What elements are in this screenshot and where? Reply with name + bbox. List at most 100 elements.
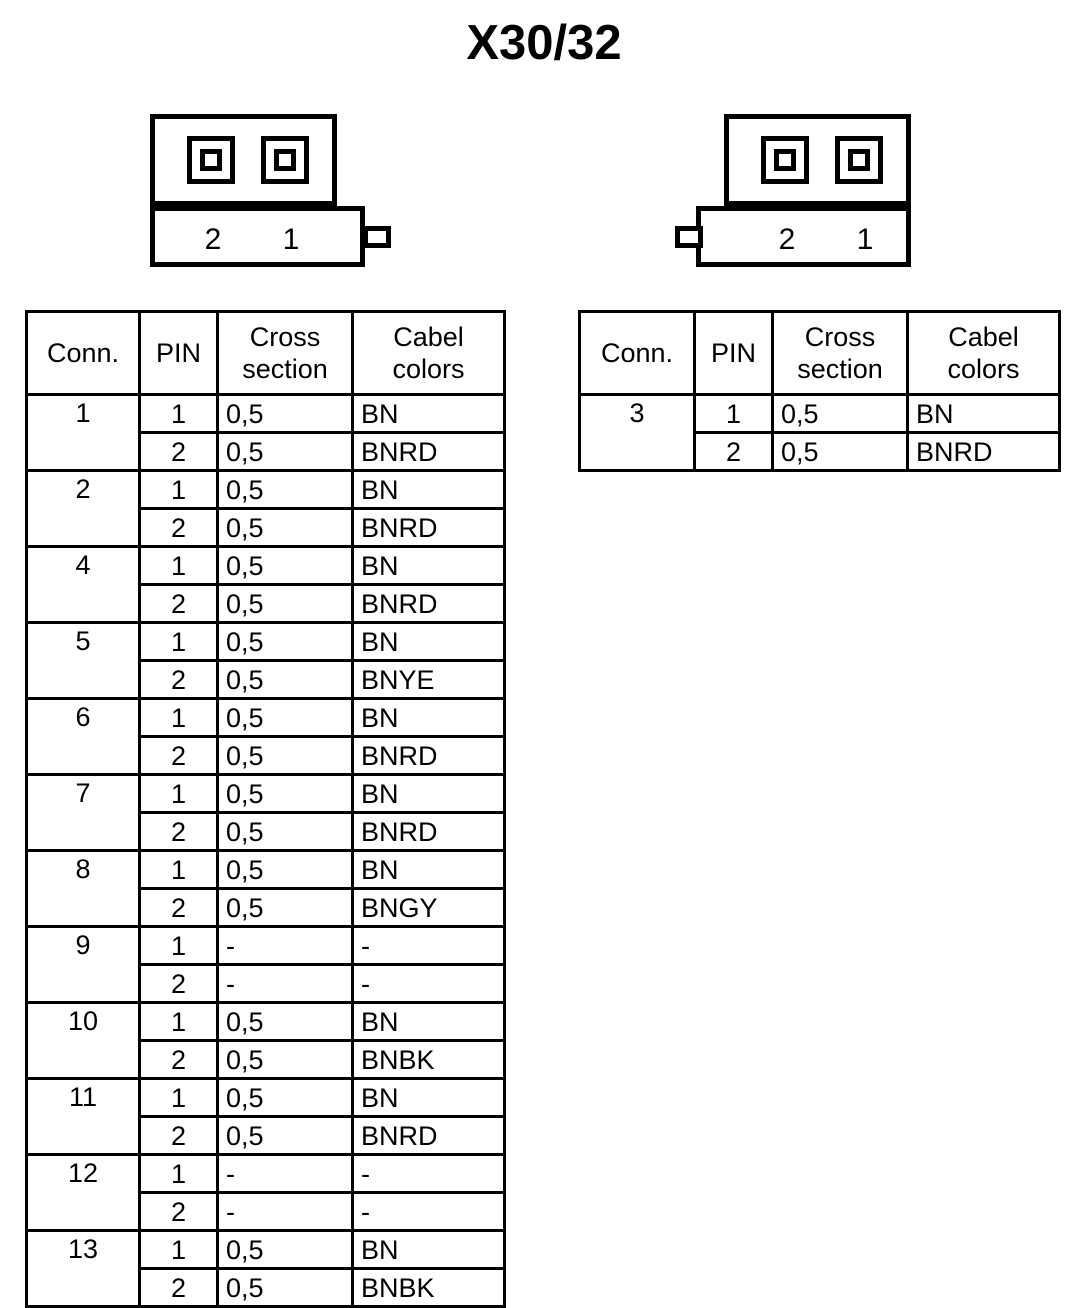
connector-pin-number-2: 2 bbox=[204, 223, 222, 256]
connector-pin-contact-2 bbox=[774, 149, 796, 171]
cell-cross-section: 0,5 bbox=[216, 773, 354, 814]
column-header-conn: Conn. bbox=[25, 310, 141, 396]
cell-pin-number: 2 bbox=[693, 431, 774, 472]
cell-cross-section: 0,5 bbox=[216, 469, 354, 510]
cell-cabel-color: BN bbox=[351, 1229, 506, 1270]
cell-cabel-color: BN bbox=[351, 469, 506, 510]
connector-pin-number-group: 2 1 bbox=[701, 220, 906, 260]
cell-pin-number: 1 bbox=[138, 1001, 219, 1042]
connector-pin-contact-1 bbox=[848, 149, 870, 171]
cell-cabel-color: BN bbox=[351, 773, 506, 814]
cell-cabel-color: BNBK bbox=[351, 1039, 506, 1080]
cell-cross-section: 0,5 bbox=[771, 393, 909, 434]
cell-pin-number: 2 bbox=[138, 1115, 219, 1156]
cell-connector-number: 12 bbox=[25, 1153, 141, 1232]
cell-cross-section: 0,5 bbox=[216, 1039, 354, 1080]
cell-cross-section: 0,5 bbox=[216, 507, 354, 548]
cell-pin-number: 1 bbox=[693, 393, 774, 434]
cell-pin-number: 1 bbox=[138, 849, 219, 890]
cell-pin-number: 2 bbox=[138, 887, 219, 928]
cell-cross-section: 0,5 bbox=[216, 1115, 354, 1156]
column-header-cross-section: Cross section bbox=[216, 310, 354, 396]
cell-cabel-color: BN bbox=[351, 1001, 506, 1042]
connector-pin-contact-1 bbox=[274, 149, 296, 171]
column-header-conn: Conn. bbox=[578, 310, 696, 396]
table-header-row: Conn. PIN Cross section Cabel colors bbox=[578, 310, 1061, 396]
connector-pin-socket-1 bbox=[261, 136, 309, 184]
cell-connector-number: 13 bbox=[25, 1229, 141, 1308]
cell-cross-section: 0,5 bbox=[216, 1001, 354, 1042]
cell-pin-number: 2 bbox=[138, 659, 219, 700]
cell-cabel-color: BNBK bbox=[351, 1267, 506, 1308]
cell-pin-number: 2 bbox=[138, 583, 219, 624]
cell-cross-section: 0,5 bbox=[216, 811, 354, 852]
connector-pin-socket-2 bbox=[761, 136, 809, 184]
column-header-cross-section: Cross section bbox=[771, 310, 909, 396]
cell-cross-section: 0,5 bbox=[216, 1077, 354, 1118]
cell-cross-section: 0,5 bbox=[216, 583, 354, 624]
cell-pin-number: 1 bbox=[138, 1153, 219, 1194]
connector-pin-contact-2 bbox=[200, 149, 222, 171]
cell-cross-section: 0,5 bbox=[216, 697, 354, 738]
cell-connector-number: 4 bbox=[25, 545, 141, 624]
cell-cabel-color: BNYE bbox=[351, 659, 506, 700]
cell-cabel-color: BNRD bbox=[351, 431, 506, 472]
cell-cross-section: 0,5 bbox=[216, 621, 354, 662]
cell-pin-number: 2 bbox=[138, 1191, 219, 1232]
connector-pin-number-1: 1 bbox=[856, 223, 874, 256]
connector-pin-socket-2 bbox=[187, 136, 235, 184]
cell-pin-number: 2 bbox=[138, 1039, 219, 1080]
connector-symbol-left: 2 1 bbox=[145, 108, 425, 283]
cell-cross-section: 0,5 bbox=[216, 849, 354, 890]
cell-pin-number: 1 bbox=[138, 697, 219, 738]
cell-pin-number: 2 bbox=[138, 735, 219, 776]
cell-cross-section: 0,5 bbox=[771, 431, 909, 472]
cell-pin-number: 2 bbox=[138, 963, 219, 1004]
cell-cabel-color: BN bbox=[351, 1077, 506, 1118]
column-header-cabel-colors: Cabel colors bbox=[351, 310, 506, 396]
cell-pin-number: 1 bbox=[138, 469, 219, 510]
table-header-row: Conn. PIN Cross section Cabel colors bbox=[25, 310, 506, 396]
connector-pin-number-1: 1 bbox=[282, 223, 300, 256]
cell-cross-section: 0,5 bbox=[216, 735, 354, 776]
cell-cabel-color: - bbox=[351, 1153, 506, 1194]
connector-housing-lower: 2 1 bbox=[150, 206, 365, 267]
cell-cross-section: - bbox=[216, 1153, 354, 1194]
connector-symbol-right: 2 1 bbox=[675, 108, 963, 283]
cell-pin-number: 2 bbox=[138, 811, 219, 852]
cell-cross-section: 0,5 bbox=[216, 1267, 354, 1308]
cell-cross-section: 0,5 bbox=[216, 545, 354, 586]
cell-cabel-color: - bbox=[351, 925, 506, 966]
cell-cross-section: 0,5 bbox=[216, 887, 354, 928]
cell-cross-section: 0,5 bbox=[216, 659, 354, 700]
connector-pin-number-group: 2 1 bbox=[155, 220, 360, 260]
cell-pin-number: 2 bbox=[138, 507, 219, 548]
cell-cabel-color: - bbox=[351, 1191, 506, 1232]
column-header-pin: PIN bbox=[138, 310, 219, 396]
cell-cabel-color: BNRD bbox=[351, 507, 506, 548]
cell-pin-number: 2 bbox=[138, 431, 219, 472]
cell-connector-number: 8 bbox=[25, 849, 141, 928]
cell-pin-number: 2 bbox=[138, 1267, 219, 1308]
cell-pin-number: 1 bbox=[138, 773, 219, 814]
cell-cabel-color: BN bbox=[351, 621, 506, 662]
